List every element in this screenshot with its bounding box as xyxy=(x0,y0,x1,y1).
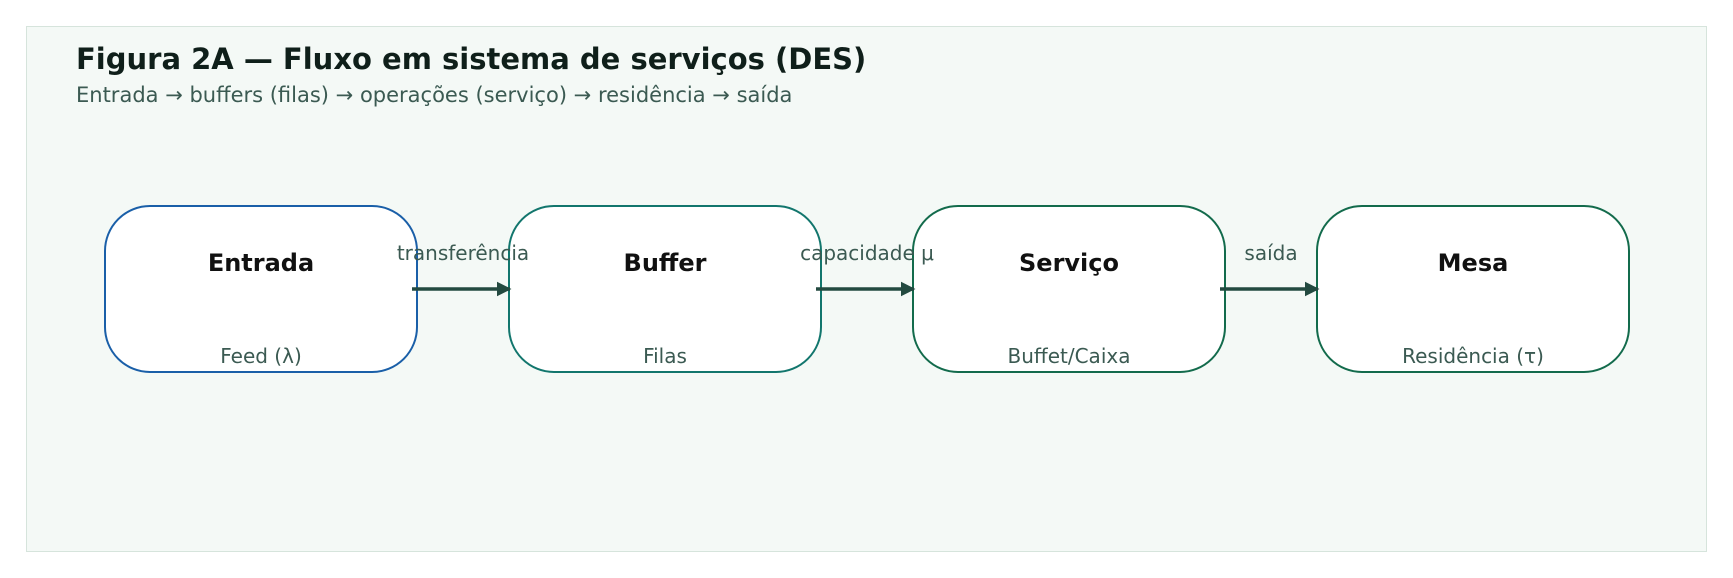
edge-label-saida: saída xyxy=(1244,241,1298,265)
node-mesa: Mesa Residência (τ) xyxy=(1316,205,1630,373)
node-servico: Serviço Buffet/Caixa xyxy=(912,205,1226,373)
figure-title: Figura 2A — Fluxo em sistema de serviços… xyxy=(76,42,867,76)
node-subtitle: Residência (τ) xyxy=(1402,344,1544,368)
node-title: Entrada xyxy=(207,249,315,277)
edge-label-transferencia: transferência xyxy=(396,241,530,265)
figure-subtitle: Entrada → buffers (filas) → operações (s… xyxy=(76,83,793,107)
node-buffer: Buffer Filas xyxy=(508,205,822,373)
edge-label-capacidade: capacidade μ xyxy=(800,241,934,265)
node-subtitle: Feed (λ) xyxy=(220,344,302,368)
node-title: Serviço xyxy=(1019,249,1119,277)
node-subtitle: Filas xyxy=(643,344,687,368)
node-title: Mesa xyxy=(1437,249,1509,277)
node-title: Buffer xyxy=(623,249,707,277)
node-entrada: Entrada Feed (λ) xyxy=(104,205,418,373)
node-subtitle: Buffet/Caixa xyxy=(1007,344,1131,368)
